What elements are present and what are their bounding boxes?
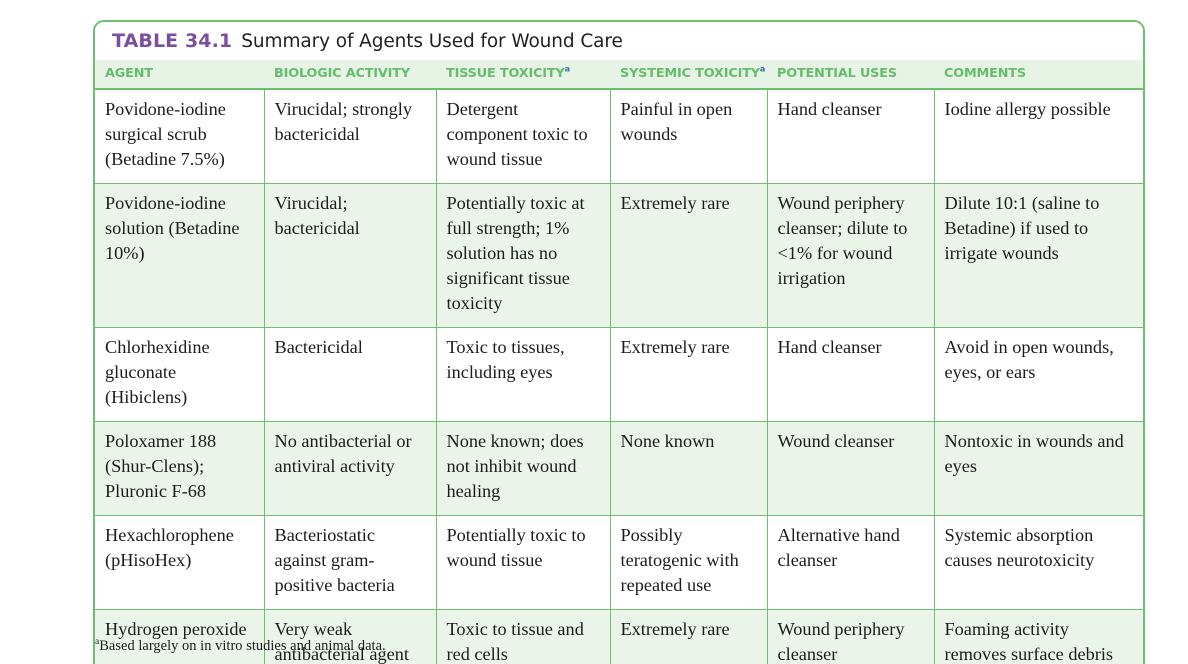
table-cell: Potentially toxic at full strength; 1% s… [436,183,611,328]
table-row: Poloxamer 188 (Shur-Clens); Pluronic F-6… [95,421,1143,516]
table-body: Povidone-iodine surgical scrub (Betadine… [95,89,1143,664]
footnote-marker-tissue-toxicity: a [564,64,570,74]
table-cell: Hand cleanser [767,327,935,422]
table-row: Chlorhexidine gluconate (Hibiclens)Bacte… [95,327,1143,422]
table-cell: Virucidal; bactericidal [264,183,437,328]
table-cell: Hexachlorophene (pHisoHex) [95,515,265,610]
footnote-marker: a [95,637,100,648]
table-cell: Poloxamer 188 (Shur-Clens); Pluronic F-6… [95,421,265,516]
table-row: Hexachlorophene (pHisoHex)Bacteriostatic… [95,515,1143,610]
table-cell: Iodine allergy possible [934,89,1143,184]
table-cell: None known [610,421,768,516]
table-cell: Possibly teratogenic with repeated use [610,515,768,610]
table-cell: Nontoxic in wounds and eyes [934,421,1143,516]
column-header-agent: AGENT [95,60,264,89]
table-cell: Toxic to tissues, including eyes [436,327,611,422]
table-cell: Foaming activity removes surface debris … [934,609,1143,664]
table-cell: Detergent component toxic to wound tissu… [436,89,611,184]
table-cell: Wound periphery cleanser [767,609,935,664]
table-cell: Chlorhexidine gluconate (Hibiclens) [95,327,265,422]
table-title: Summary of Agents Used for Wound Care [241,31,623,52]
table-caption: TABLE 34.1 Summary of Agents Used for Wou… [95,22,1143,60]
footnote-marker-systemic-toxicity: a [759,64,766,74]
table-cell: Extremely rare [610,609,768,664]
table-cell: Povidone-iodine surgical scrub (Betadine… [95,89,265,184]
column-header-potential-uses: POTENTIAL USES [767,60,934,89]
table-cell: Potentially toxic to wound tissue [436,515,611,610]
table-cell: Extremely rare [610,327,768,422]
table-cell: None known; does not inhibit wound heali… [436,421,611,516]
table-cell: No antibacterial or antiviral activity [264,421,437,516]
table-cell: Hand cleanser [767,89,935,184]
table-cell: Painful in open wounds [610,89,768,184]
table-cell: Hydrogen peroxide [95,609,265,664]
column-header-comments: COMMENTS [934,60,1143,89]
table-cell: Systemic absorption causes neurotoxicity [934,515,1143,610]
table-cell: Bactericidal [264,327,437,422]
footnote-text: Based largely on in vitro studies and an… [99,638,386,654]
column-header-tissue-toxicity: TISSUE TOXICITYa [436,60,610,89]
table-row: Povidone-iodine solution (Betadine 10%)V… [95,183,1143,328]
table-cell: Toxic to tissue and red cells [436,609,611,664]
column-header-systemic-toxicity: SYSTEMIC TOXICITYa [610,60,767,89]
table-cell: Wound cleanser [767,421,935,516]
table-cell: Wound periphery cleanser; dilute to <1% … [767,183,935,328]
table-cell: Bacteriostatic against gram-positive bac… [264,515,437,610]
table-cell: Alternative hand cleanser [767,515,935,610]
table-header: AGENT BIOLOGIC ACTIVITY TISSUE TOXICITYa… [95,60,1143,89]
header-row: AGENT BIOLOGIC ACTIVITY TISSUE TOXICITYa… [95,60,1143,89]
table-row: Povidone-iodine surgical scrub (Betadine… [95,89,1143,184]
column-header-biologic-activity: BIOLOGIC ACTIVITY [264,60,436,89]
table-cell: Povidone-iodine solution (Betadine 10%) [95,183,265,328]
table-card: TABLE 34.1 Summary of Agents Used for Wou… [93,20,1145,664]
table-cell: Extremely rare [610,183,768,328]
wound-care-agents-table: AGENT BIOLOGIC ACTIVITY TISSUE TOXICITYa… [95,60,1143,664]
table-cell: Virucidal; strongly bactericidal [264,89,437,184]
table-number: TABLE 34.1 [112,30,233,52]
table-cell: Avoid in open wounds, eyes, or ears [934,327,1143,422]
table-footnote: aBased largely on in vitro studies and a… [95,637,386,655]
table-cell: Very weak antibacterial agent [264,609,437,664]
table-cell: Dilute 10:1 (saline to Betadine) if used… [934,183,1143,328]
